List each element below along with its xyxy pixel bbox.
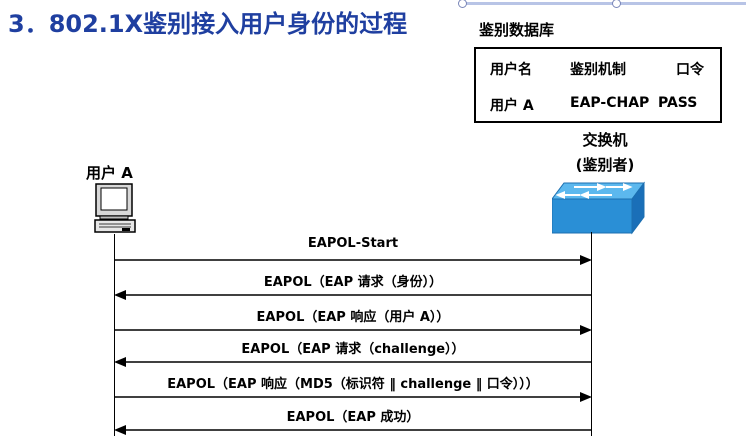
- switch-role-label: (鉴别者): [575, 156, 635, 174]
- decorative-dot: [458, 0, 467, 8]
- message-request-challenge: EAPOL（EAP 请求（challenge））: [114, 338, 592, 368]
- message-label: EAPOL-Start: [307, 236, 399, 251]
- auth-db-cell-mechanism: EAP-CHAP: [570, 95, 650, 111]
- arrow-left-icon: [114, 290, 592, 300]
- message-success: EAPOL（EAP 成功）: [114, 406, 592, 436]
- page-title: 3．802.1X鉴别接入用户身份的过程: [8, 10, 408, 38]
- user-lifeline: [114, 234, 115, 436]
- computer-icon: [94, 183, 136, 239]
- arrow-left-icon: [114, 425, 592, 435]
- message-eapol-start: EAPOL-Start: [114, 236, 592, 266]
- auth-db-table: 用户名 鉴别机制 口令 用户 A EAP-CHAP PASS: [474, 47, 722, 123]
- decorative-line: [458, 0, 746, 8]
- message-request-identity: EAPOL（EAP 请求（身份））: [114, 271, 592, 301]
- message-response-md5: EAPOL（EAP 响应（MD5（标识符 ‖ challenge ‖ 口令）））: [114, 373, 592, 403]
- message-label: EAPOL（EAP 成功）: [286, 410, 420, 425]
- switch-lifeline: [591, 232, 592, 436]
- arrow-right-icon: [114, 255, 592, 265]
- auth-db-cell-username: 用户 A: [490, 98, 534, 114]
- network-switch-icon: [551, 181, 646, 239]
- auth-db-cell-password: PASS: [658, 95, 698, 111]
- decorative-dot: [612, 0, 621, 8]
- user-label: 用户 A: [86, 164, 133, 182]
- arrow-right-icon: [114, 325, 592, 335]
- message-label: EAPOL（EAP 响应（MD5（标识符 ‖ challenge ‖ 口令）））: [167, 377, 539, 392]
- auth-db-header-password: 口令: [676, 62, 704, 78]
- switch-label: 交换机: [582, 131, 628, 149]
- arrow-left-icon: [114, 357, 592, 367]
- auth-db-title: 鉴别数据库: [479, 21, 555, 39]
- auth-db-header-mechanism: 鉴别机制: [570, 62, 626, 78]
- message-label: EAPOL（EAP 请求（challenge））: [241, 342, 465, 357]
- message-response-user: EAPOL（EAP 响应（用户 A））: [114, 306, 592, 336]
- auth-db-header-username: 用户名: [490, 62, 532, 78]
- arrow-right-icon: [114, 392, 592, 402]
- message-label: EAPOL（EAP 响应（用户 A））: [256, 310, 450, 325]
- message-label: EAPOL（EAP 请求（身份））: [263, 275, 443, 290]
